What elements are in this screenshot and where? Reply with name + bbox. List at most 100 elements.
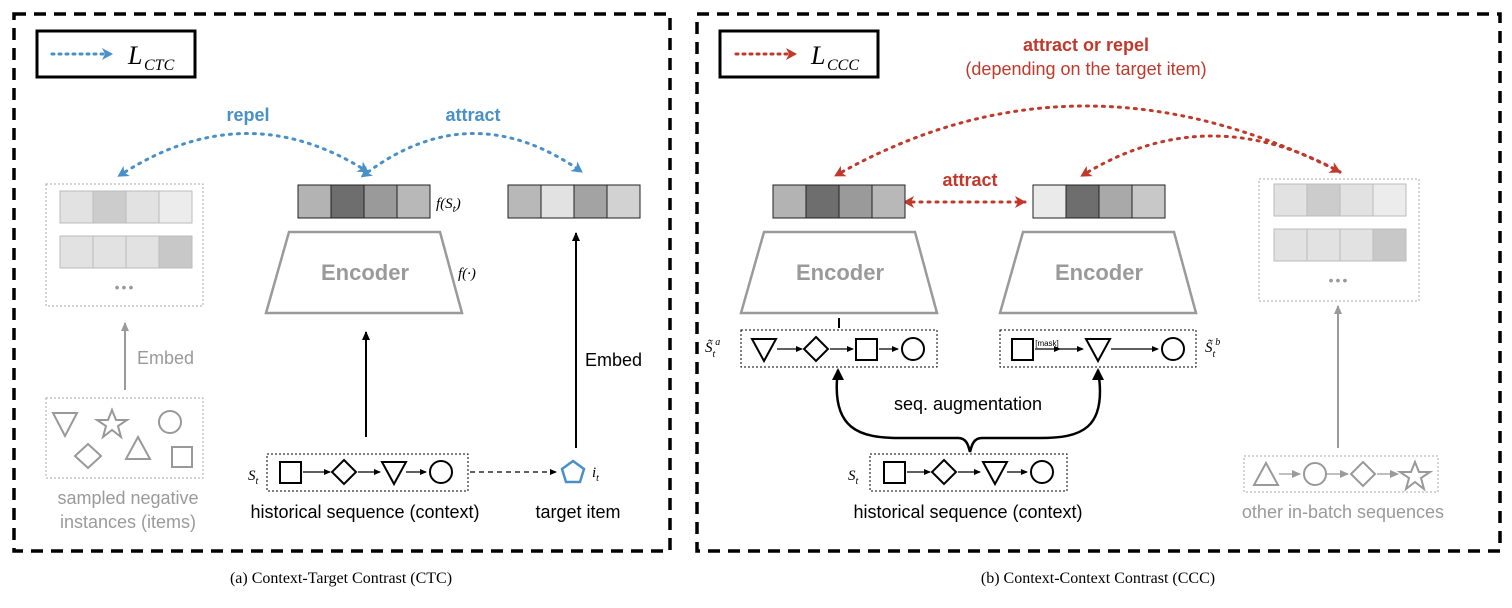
neg-embedding-1: [59, 190, 193, 224]
s-t-label-ccc: St: [848, 468, 859, 487]
triangle-down-icon: [981, 461, 1009, 487]
diamond-icon: [930, 458, 958, 486]
embed-label-right: Embed: [585, 350, 642, 370]
encoder-ccc-right: [998, 230, 1198, 315]
historical-sequence-box: [266, 453, 469, 492]
panel-ctc: L CTC repel attract •••: [12, 12, 672, 587]
legend-ccc-sub: CCC: [827, 57, 859, 74]
circle-icon: [1030, 460, 1054, 484]
attract-label: attract: [445, 105, 500, 125]
legend-ctc-sub: CTC: [144, 57, 175, 74]
legend-ctc-L: L: [127, 41, 142, 70]
square-icon: [279, 461, 302, 484]
f-s-label: f(St): [436, 196, 461, 215]
i-t-label: it: [592, 465, 599, 484]
triangle-down-icon: [380, 461, 408, 487]
attract-repel-arrow-left: [834, 104, 1342, 177]
diamond-icon: [73, 442, 103, 470]
augmented-sequence-b: [mask]: [999, 329, 1197, 368]
target-embedding: [507, 184, 641, 219]
triangle-down-icon: [750, 338, 778, 364]
diamond-icon: [802, 335, 830, 363]
neg-caption-line1: sampled negative: [57, 488, 198, 508]
augmentation-arrowhead-left: [832, 368, 844, 380]
s-t-label: St: [248, 468, 259, 487]
context-embedding-a: [772, 184, 906, 219]
pentagon-icon: [560, 459, 586, 484]
in-batch-embedding-1: [1273, 183, 1407, 217]
augmentation-brace: [835, 369, 1102, 453]
negative-embeddings-box: [45, 183, 204, 307]
square-icon: [171, 446, 193, 468]
hist-caption-ctc: historical sequence (context): [250, 502, 479, 522]
historical-sequence-ccc-box: [869, 453, 1068, 492]
s-tilde-b-label: S̃tb: [1205, 337, 1220, 360]
context-embedding-b: [1032, 184, 1166, 219]
caption-ctc: (a) Context-Target Contrast (CTC): [230, 570, 452, 587]
in-batch-sequence-box: [1243, 455, 1439, 493]
legend-ctc-box: [35, 29, 197, 79]
repel-arrow: [117, 132, 370, 177]
augmentation-arrowhead-right: [1092, 368, 1104, 380]
panel-ccc-border: [695, 12, 1502, 553]
square-icon: [883, 461, 906, 484]
encoder-ctc: [264, 230, 464, 315]
square-icon: [1011, 338, 1034, 361]
negative-items: [45, 397, 204, 479]
legend-ccc-L: L: [810, 41, 825, 70]
target-caption: target item: [535, 502, 620, 522]
circle-icon: [429, 460, 453, 484]
negative-items-box: [45, 397, 204, 479]
historical-sequence-ccc: [869, 453, 1068, 492]
hist-caption-ccc: historical sequence (context): [853, 502, 1082, 522]
other-caption: other in-batch sequences: [1242, 502, 1444, 522]
attract-label-ccc: attract: [942, 170, 997, 190]
attract-or-repel-label: attract or repel: [1023, 35, 1149, 55]
augmented-sequence-b-box: [999, 329, 1197, 368]
augmented-sequence-a-box: [740, 329, 938, 368]
panel-ctc-border: [12, 12, 672, 553]
in-batch-sequence: [1243, 455, 1439, 493]
encoder-ccc-left-label: Encoder: [796, 260, 884, 285]
s-tilde-a-label: S̃ta: [705, 337, 720, 360]
context-embedding: [297, 184, 431, 219]
circle-icon: [1161, 337, 1185, 361]
neg-caption-line2: instances (items): [60, 512, 196, 532]
star-icon: [1396, 459, 1434, 492]
in-batch-more-dots: •••: [1329, 272, 1350, 288]
in-batch-embeddings: •••: [1258, 178, 1420, 302]
diamond-icon: [330, 458, 358, 486]
mask-token: [mask]: [1035, 339, 1059, 348]
in-batch-embeddings-box: [1258, 178, 1420, 302]
circle-icon: [901, 337, 925, 361]
diamond-icon: [1349, 460, 1377, 488]
square-icon: [855, 338, 878, 361]
attract-repel-arrow-right: [1080, 134, 1342, 177]
encoder-ccc-left: [739, 230, 939, 315]
encoder-ccc-right-label: Encoder: [1055, 260, 1143, 285]
circle-icon: [1303, 462, 1327, 486]
encoder-ctc-label: Encoder: [321, 260, 409, 285]
legend-ccc: L CCC: [718, 29, 880, 79]
caption-ccc: (b) Context-Context Contrast (CCC): [981, 570, 1215, 587]
triangle-up-icon: [1252, 460, 1280, 486]
triangle-up-icon: [124, 434, 152, 460]
attract-arrow: [360, 132, 584, 178]
neg-embedding-2: [59, 235, 193, 269]
panel-ccc: L CCC attract or repel (depending on the…: [695, 12, 1502, 587]
depending-label: (depending on the target item): [965, 59, 1206, 79]
historical-sequence-ctc: [266, 453, 469, 492]
triangle-down-icon: [1084, 338, 1112, 364]
star-icon: [93, 407, 131, 440]
circle-icon: [158, 410, 182, 434]
repel-label: repel: [226, 105, 269, 125]
augmented-sequence-a: [740, 329, 938, 368]
f-label: f(·): [458, 266, 476, 282]
embed-label-left: Embed: [137, 348, 194, 368]
triangle-down-icon: [51, 412, 79, 439]
neg-more-dots: •••: [115, 279, 136, 295]
in-batch-embedding-2: [1273, 228, 1407, 262]
negative-embeddings: •••: [45, 183, 204, 307]
seq-augmentation-label: seq. augmentation: [894, 394, 1042, 414]
